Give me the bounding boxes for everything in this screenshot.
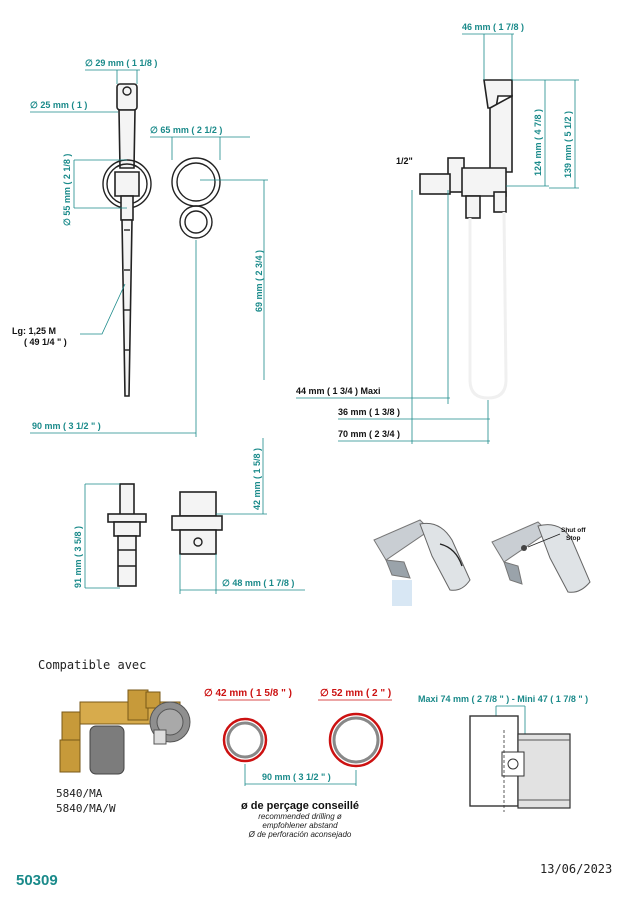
dim-42mm-height: 42 mm ( 1 5/8 ) [252,448,262,510]
dim-124mm: 124 mm ( 4 7/8 ) [533,109,543,176]
dimensions-top-right: 46 mm ( 1 7/8 ) 124 mm ( 4 7/8 ) 139 mm … [296,22,579,444]
dim-25mm: ∅ 25 mm ( 1 ) [30,100,87,110]
shut-off-label: Shut off [561,527,586,534]
hand-shower-front-view [102,83,152,397]
compatible-ref: 5840/MA/W [56,802,116,815]
ring-52mm-label: ∅ 52 mm ( 2 " ) [320,688,391,699]
holder-3d-render-left [373,519,471,606]
dim-70mm: 70 mm ( 2 3/4 ) [338,429,400,439]
drilling-note: ø de perçage conseillé recommended drill… [210,800,390,839]
dim-55mm: ∅ 55 mm ( 2 1/8 ) [62,154,72,226]
drilling-rings: ∅ 42 mm ( 1 5/8 " ) ∅ 52 mm ( 2 " ) 90 m… [204,688,392,786]
dim-36mm: 36 mm ( 1 3/8 ) [338,407,400,417]
hose-length: Lg: 1,25 M [12,326,56,336]
hose-length-inch: ( 49 1/4 " ) [24,337,67,347]
document-date: 13/06/2023 [540,862,613,876]
dimensions-top-left: ∅ 29 mm ( 1 1/8 ) ∅ 25 mm ( 1 ) ∅ 65 mm … [12,58,268,437]
drilling-sub: Ø de perforación aconsejado [248,830,352,839]
dim-139mm: 139 mm ( 5 1/2 ) [563,111,573,178]
dim-29mm: ∅ 29 mm ( 1 1/8 ) [85,58,157,68]
drilling-sub: recommended drilling ø [258,812,342,821]
dim-65mm: ∅ 65 mm ( 2 1/2 ) [150,125,222,135]
thread-half-inch: 1/2" [396,156,413,166]
ring-spacing-90mm: 90 mm ( 3 1/2 " ) [262,772,331,782]
dim-69mm: 69 mm ( 2 3/4 ) [254,250,264,312]
ring-42mm-label: ∅ 42 mm ( 1 5/8 " ) [204,688,292,699]
drilling-sub: empfohlener abstand [262,821,338,830]
drilling-title: ø de perçage conseillé [241,800,359,812]
compatible-label: Compatible avec [38,658,147,672]
connector-parts [107,483,223,587]
wall-rings-front-view [171,157,221,239]
holder-3d-render-right: Shut off Stop [491,521,591,593]
dim-46mm: 46 mm ( 1 7/8 ) [462,22,524,32]
wall-depth-label: Maxi 74 mm ( 2 7/8 " ) - Mini 47 ( 1 7/8… [418,694,588,704]
compatible-ref: 5840/MA [56,787,103,800]
stop-label: Stop [566,535,580,542]
dim-48mm: ∅ 48 mm ( 1 7/8 ) [222,578,294,588]
dim-90mm: 90 mm ( 3 1/2 " ) [32,421,101,431]
dim-44mm-maxi: 44 mm ( 1 3/4 ) Maxi [296,386,381,396]
mixing-valve-image [59,689,191,775]
product-code: 50309 [16,872,58,889]
dimensions-middle: 42 mm ( 1 5/8 ) 91 mm ( 3 5/8 ) ∅ 48 mm … [73,438,305,594]
wall-section-view: Maxi 74 mm ( 2 7/8 " ) - Mini 47 ( 1 7/8… [418,694,588,812]
hand-shower-side-view [419,79,513,400]
compatible-refs: 5840/MA 5840/MA/W [56,786,116,816]
dim-91mm: 91 mm ( 3 5/8 ) [73,526,83,588]
